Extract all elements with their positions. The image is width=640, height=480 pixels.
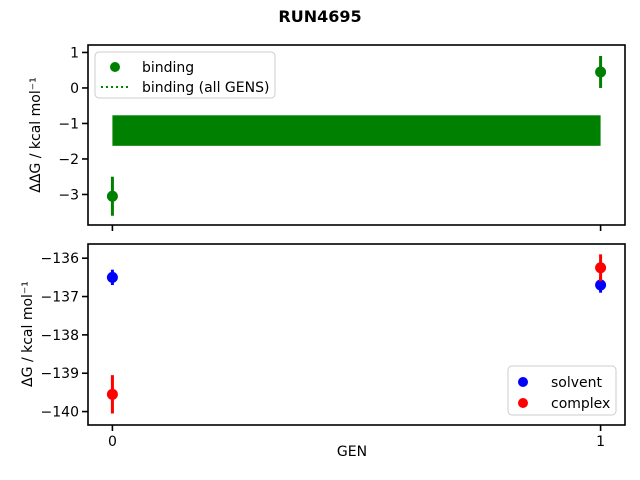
y-tick-label: −136: [41, 251, 80, 267]
y-tick-label: −2: [58, 152, 79, 168]
y-tick-label: −137: [41, 290, 79, 306]
y-tick-label: −3: [58, 187, 79, 203]
y-tick-label: −1: [58, 116, 79, 132]
x-tick-label: 1: [596, 434, 605, 450]
legend-label: binding (all GENS): [142, 80, 269, 96]
x-tick-label: 0: [108, 434, 117, 450]
legend-frame: [94, 51, 276, 99]
y-tick-label: 1: [70, 45, 79, 61]
binding-data-point: [106, 190, 118, 202]
binding-data-point: [595, 66, 607, 78]
legend: binding binding (all GENS): [94, 51, 276, 99]
solvent-data-point: [595, 279, 607, 291]
y-tick-label: 0: [70, 81, 79, 97]
legend-label: complex: [551, 396, 610, 412]
axes-frame: [87, 44, 626, 226]
y-axis-label-bottom: ΔG / kcal mol⁻¹: [20, 281, 36, 387]
y-tick-label: −138: [41, 328, 79, 344]
y-axis-label-top: ΔΔG / kcal mol⁻¹: [28, 77, 44, 193]
legend-marker-circle: [518, 377, 528, 387]
y-tick-label: −139: [41, 366, 79, 382]
y-tick-label: −140: [41, 405, 79, 421]
subplot-relative-binding-free-energy: 1 0 −1 −2 −3 binding binding (all GENS): [58, 44, 626, 231]
legend-label: binding: [142, 60, 194, 76]
x-axis-label: GEN: [336, 444, 368, 460]
figure-title: RUN4695: [278, 7, 362, 26]
legend-marker-circle: [518, 398, 528, 408]
complex-data-point: [595, 262, 607, 274]
subplot-absolute-free-energies: −136 −137 −138 −139 −140 0 1 solvent complex: [41, 243, 626, 450]
solvent-data-point: [106, 271, 118, 283]
legend-label: solvent: [551, 375, 603, 391]
uncertainty-band: [112, 115, 601, 146]
legend-frame: [507, 365, 617, 416]
complex-data-point: [106, 388, 118, 400]
legend: solvent complex: [507, 365, 617, 416]
legend-marker-circle: [110, 62, 120, 72]
